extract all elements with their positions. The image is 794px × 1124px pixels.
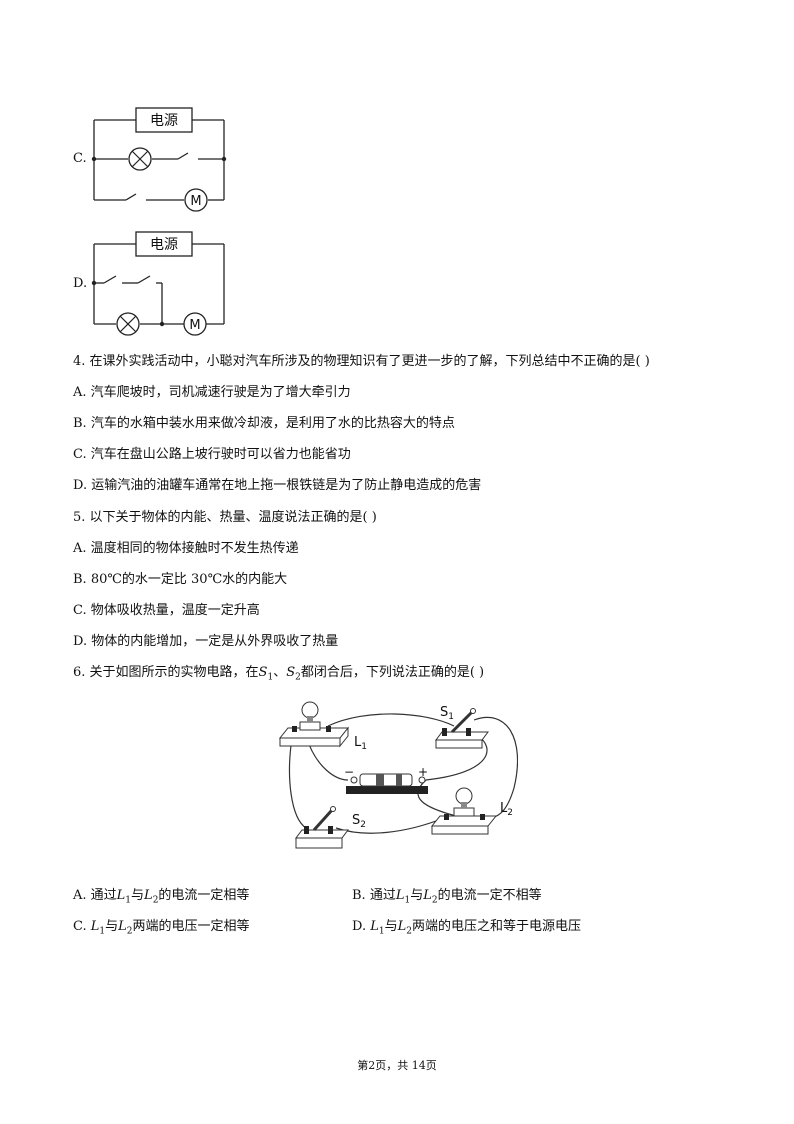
question-4-option-d: D. 运输汽油的油罐车通常在地上拖一根铁链是为了防止静电造成的危害 (73, 478, 482, 493)
battery-icon (346, 773, 428, 794)
lamp-icon (116, 312, 140, 336)
circuit-c-diagram: 电源 M (91, 107, 227, 212)
svg-text:M: M (189, 318, 200, 333)
bulb-icon (301, 701, 319, 719)
page-footer: 第2页，共 14页 (357, 1059, 437, 1072)
label-l1: L1 (354, 735, 367, 752)
question-5-option-a: A. 温度相同的物体接触时不发生热传递 (73, 541, 299, 556)
switch-s2 (295, 806, 349, 849)
svg-text:M: M (190, 194, 201, 209)
question-4-option-b: B. 汽车的水箱中装水用来做冷却液，是利用了水的比热容大的特点 (73, 416, 455, 431)
circuit-d-diagram: 电源 M (91, 231, 225, 336)
question-6-option-d: D. L1与L2两端的电压之和等于电源电压 (352, 919, 582, 937)
question-5-stem: 5. 以下关于物体的内能、热量、温度说法正确的是( ) (73, 510, 377, 525)
power-source-label: 电源 (150, 113, 178, 129)
physical-circuit-figure: L1 S1 − + S2 L2 (278, 701, 518, 849)
question-5-option-d: D. 物体的内能增加，一定是从外界吸收了热量 (73, 634, 339, 649)
circuit-c-label: C. (73, 151, 87, 166)
question-5-option-c: C. 物体吸收热量，温度一定升高 (73, 603, 260, 618)
battery-minus-label: − (344, 765, 354, 779)
question-4-option-a: A. 汽车爬坡时，司机减速行驶是为了增大牵引力 (73, 385, 351, 400)
question-6-option-b: B. 通过L1与L2的电流一定不相等 (352, 888, 542, 906)
power-source-box (135, 107, 193, 133)
lamp-l2 (430, 787, 498, 835)
question-6-option-a: A. 通过L1与L2的电流一定相等 (73, 888, 250, 906)
question-4-option-c: C. 汽车在盘山公路上坡行驶时可以省力也能省功 (73, 447, 351, 462)
label-l2: L2 (500, 801, 513, 818)
motor-icon: M (183, 312, 207, 336)
lamp-icon (128, 147, 152, 171)
bulb-icon (455, 787, 473, 805)
power-source-box (135, 231, 193, 257)
battery-plus-label: + (418, 765, 428, 779)
lamp-l1 (278, 701, 350, 748)
label-s2: S2 (352, 813, 366, 830)
label-s1: S1 (440, 705, 454, 722)
motor-icon: M (184, 188, 208, 212)
circuit-d-label: D. (73, 276, 88, 291)
question-6-option-c: C. L1与L2两端的电压一定相等 (73, 919, 250, 937)
question-6-stem: 6. 关于如图所示的实物电路，在S1、S2都闭合后，下列说法正确的是( ) (73, 665, 485, 683)
power-source-label: 电源 (150, 237, 178, 253)
question-5-option-b: B. 80℃的水一定比 30℃水的内能大 (73, 572, 288, 587)
switch-s1 (435, 708, 489, 749)
question-4-stem: 4. 在课外实践活动中，小聪对汽车所涉及的物理知识有了更进一步的了解，下列总结中… (73, 354, 650, 369)
